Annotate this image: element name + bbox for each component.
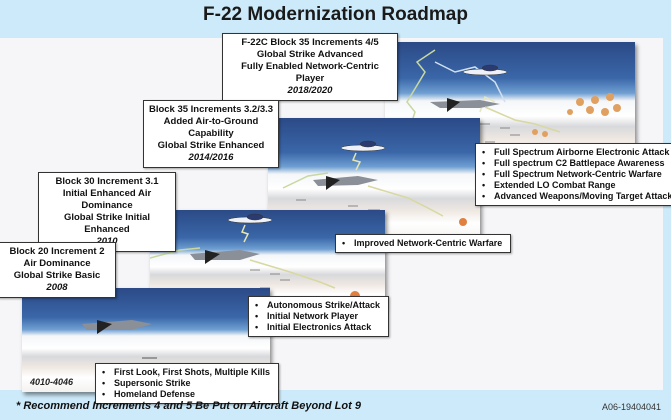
stage-label-line: Air Dominance [23,258,91,269]
stage-2-capabilities: Autonomous Strike/Attack Initial Network… [248,296,390,337]
stage-label-line: Block 35 Increments 3.2/3.3 [148,104,274,115]
aircraft-network-illustration-icon [150,213,360,301]
page-title: F-22 Modernization Roadmap [203,4,468,25]
stage-label-line: Added Air-to-Ground Capability [163,116,259,139]
capability-item: Autonomous Strike/Attack [255,300,380,311]
stage-3-capabilities: Improved Network-Centric Warfare [335,234,512,253]
capability-item: Supersonic Strike [102,378,270,389]
stage-label-line: Global Strike Enhanced [157,140,265,151]
capability-item: Extended LO Combat Range [482,180,671,191]
capability-item: First Look, First Shots, Multiple Kills [102,367,270,378]
aircraft-network-illustration-icon [404,49,621,143]
stage-label-line: Block 20 Increment 2 [9,246,105,257]
stage-label-line: Fully Enabled Network-Centric Player [241,61,379,84]
stage-label-line: Global Strike Basic [13,270,101,281]
capability-item: Initial Network Player [255,311,380,322]
stage-year: 2010 [43,236,171,248]
capability-item: Full Spectrum Network-Centric Warfare [482,169,671,180]
stage-2-label: Block 30 Increment 3.1 Initial Enhanced … [38,172,176,252]
capability-item: Full Spectrum Airborne Electronic Attack [482,147,671,158]
capability-item: Initial Electronics Attack [255,322,380,333]
stage-year: 2014/2016 [188,152,234,163]
stage-year: 2008 [46,282,68,293]
aircraft-network-illustration-icon [282,140,467,226]
capability-item: Full spectrum C2 Battlepace Awareness [482,158,671,169]
stage-4-label: F-22C Block 35 Increments 4/5 Global Str… [222,33,398,101]
footnote: * Recommend Increments 4 and 5 Be Put on… [16,400,361,412]
capability-item: Improved Network-Centric Warfare [342,238,502,249]
stage-year: 2018/2020 [287,85,333,96]
stage-1-capabilities: First Look, First Shots, Multiple Kills … [95,363,280,404]
stage-4-capabilities: Full Spectrum Airborne Electronic Attack… [475,143,671,206]
stage-label-line: F-22C Block 35 Increments 4/5 [241,37,379,48]
document-id: A06-19404041 [601,402,661,412]
stage-label-line: Block 30 Increment 3.1 [55,176,159,187]
stage-label-line: Initial Enhanced Air Dominance [62,188,152,211]
capability-item: Homeland Defense [102,389,270,400]
capability-item: Advanced Weapons/Moving Target Attack [482,191,671,202]
stage-label-line: Global Strike Advanced [256,49,364,60]
stage-3-label: Block 35 Increments 3.2/3.3 Added Air-to… [143,100,279,168]
stage-label-line: Global Strike Initial Enhanced [63,212,151,235]
serial-range: 4010-4046 [30,377,74,387]
stage-1-label: Block 20 Increment 2 Air Dominance Globa… [0,242,116,298]
